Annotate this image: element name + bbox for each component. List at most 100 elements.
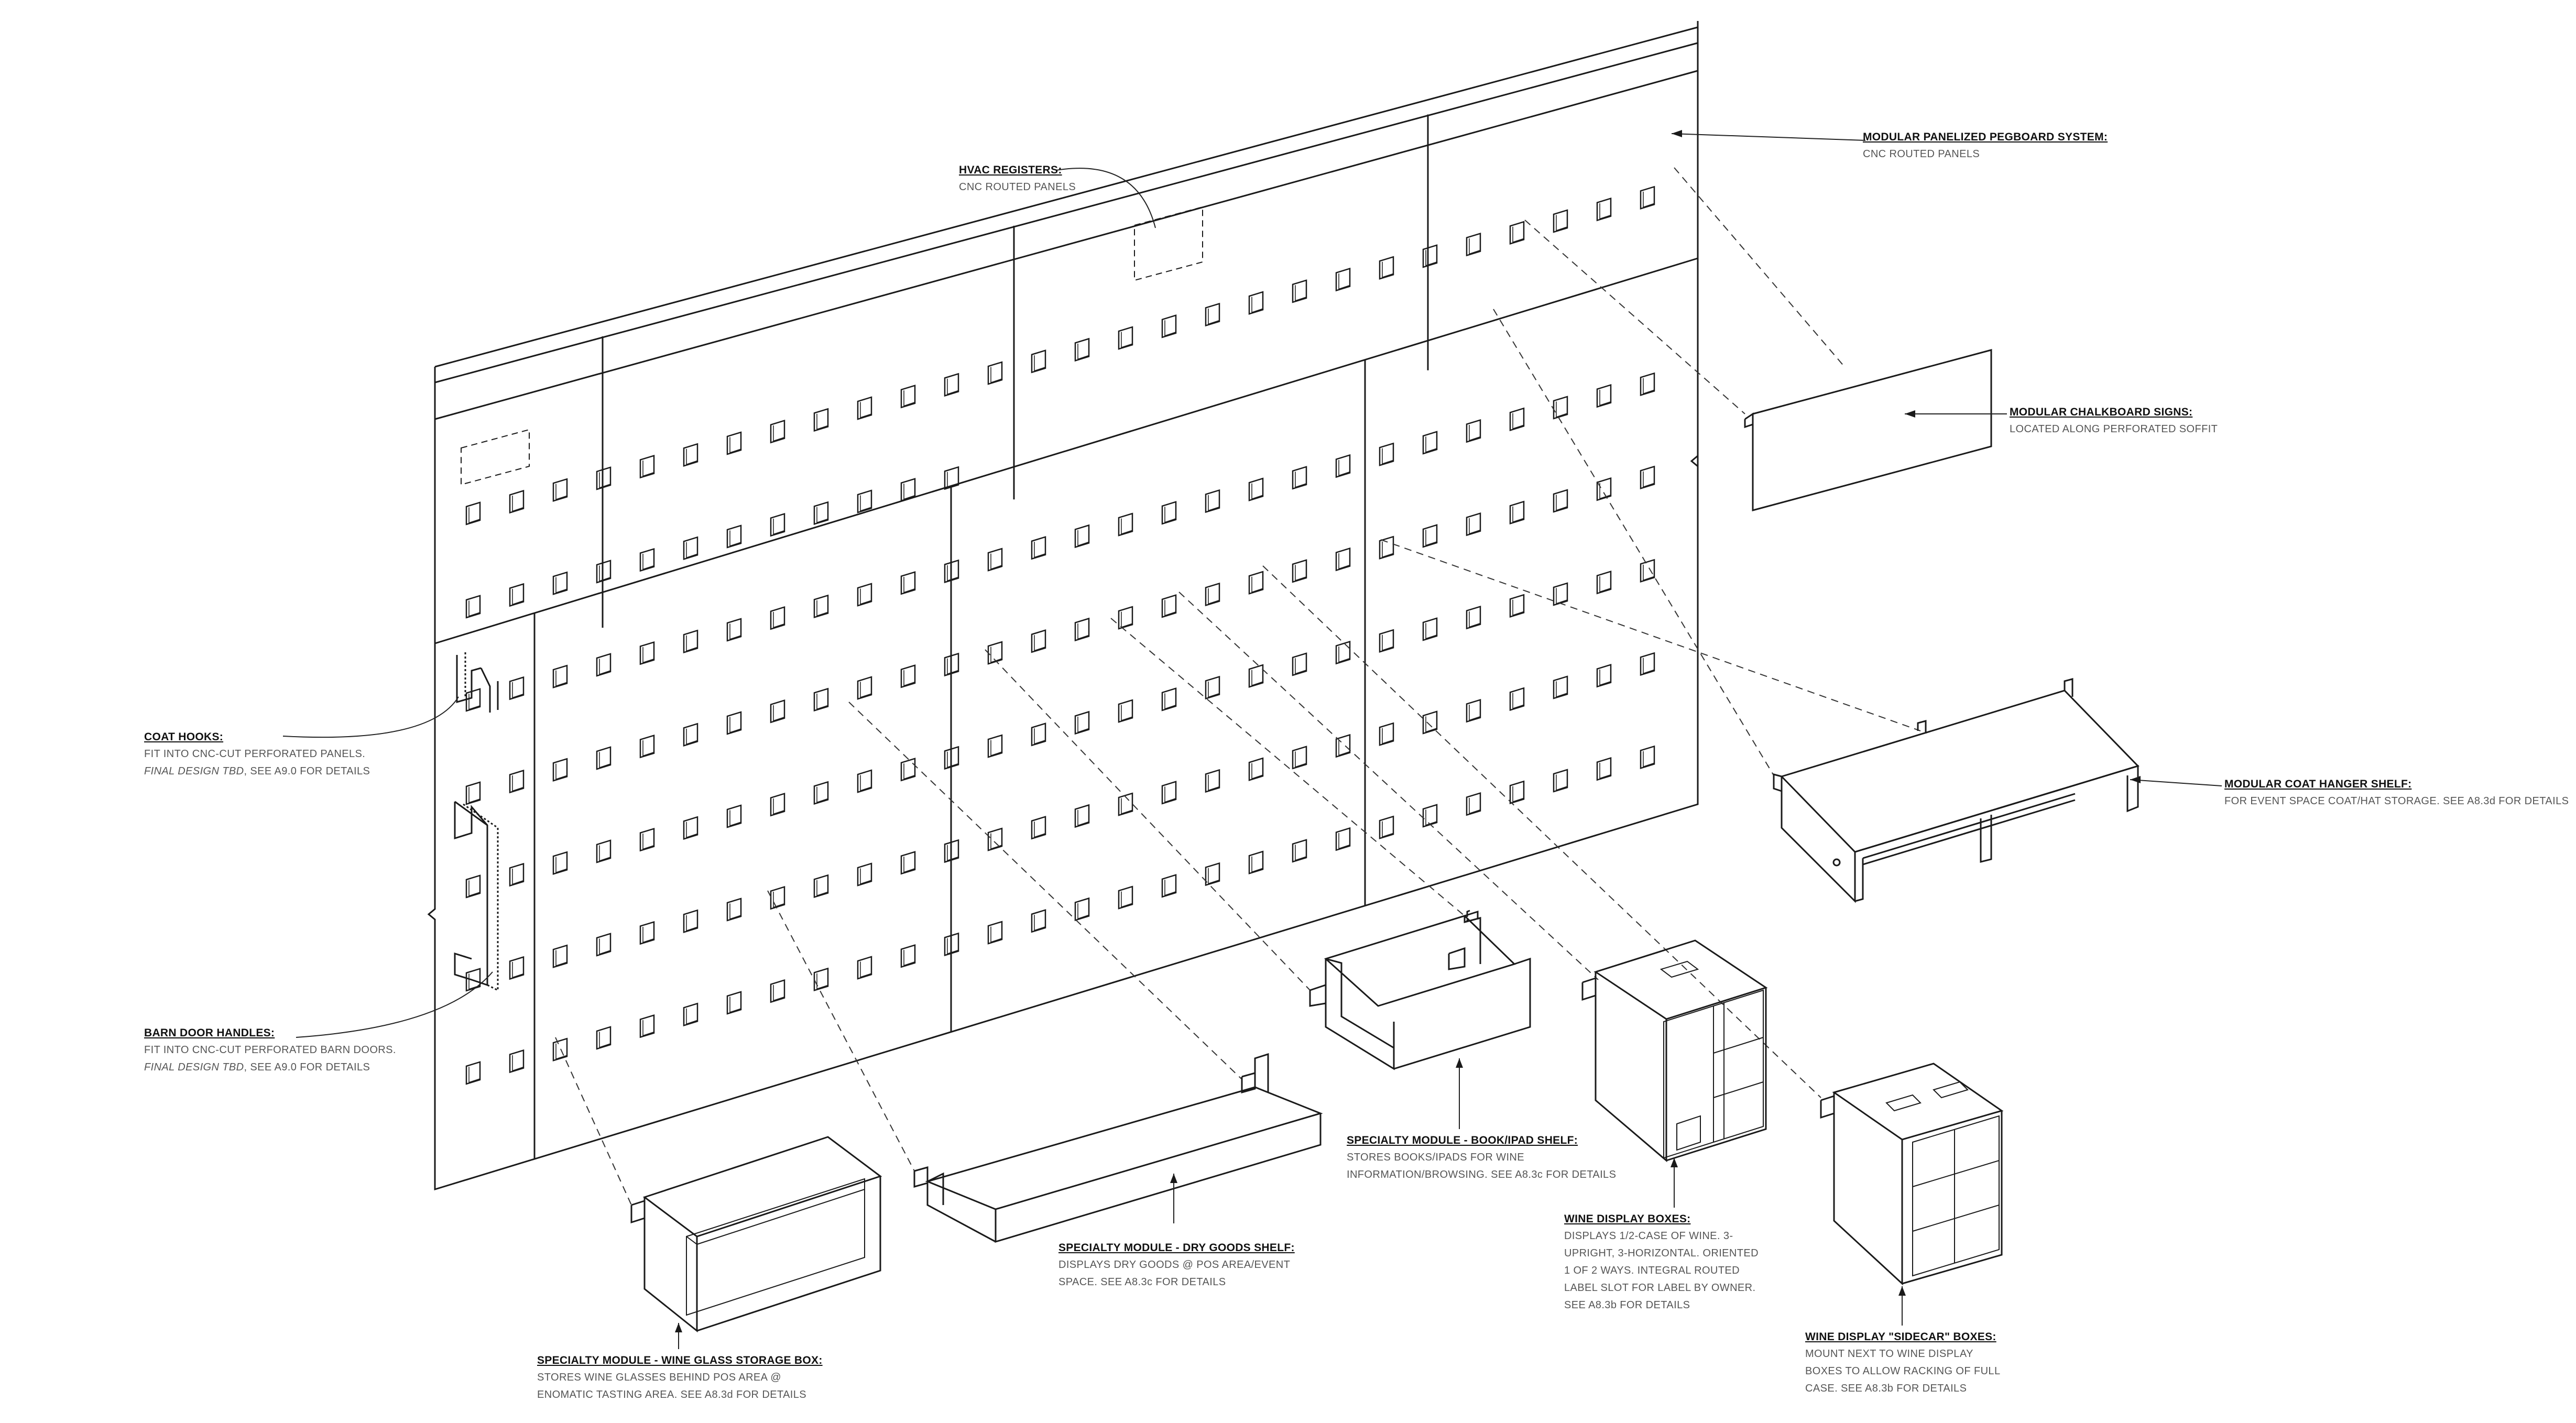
callout-title: WINE DISPLAY BOXES:	[1564, 1213, 1691, 1225]
peg-hole	[1161, 781, 1177, 805]
callout-line: FOR EVENT SPACE COAT/HAT STORAGE. SEE A8…	[2224, 795, 2569, 807]
callout-line: MOUNT NEXT TO WINE DISPLAY	[1805, 1348, 1973, 1360]
peg-hole-edge	[1556, 495, 1568, 511]
wall-cap-top	[434, 26, 1698, 368]
peg-hole	[1640, 652, 1655, 676]
peg-hole-edge	[1121, 705, 1133, 721]
peg-hole	[1205, 302, 1220, 327]
peg-hole	[1596, 571, 1612, 595]
wall-cap-bottom	[434, 42, 1698, 384]
peg-hole-edge	[1599, 670, 1611, 686]
peg-hole-edge	[1425, 250, 1437, 266]
peg-hole-edge	[773, 892, 785, 908]
callout-pegboard: MODULAR PANELIZED PEGBOARD SYSTEM: CNC R…	[1863, 128, 2108, 163]
peg-hole	[1205, 862, 1220, 886]
peg-hole-edge	[903, 390, 915, 407]
peg-hole	[1335, 734, 1351, 758]
peg-hole	[639, 641, 655, 665]
peg-hole	[639, 1014, 655, 1038]
peg-hole	[683, 723, 698, 747]
callout-title: MODULAR PANELIZED PEGBOARD SYSTEM:	[1863, 131, 2108, 143]
peg-hole-edge	[1338, 833, 1350, 849]
projection-line-8	[848, 702, 1242, 1080]
peg-hole-edge	[1512, 786, 1524, 803]
peg-hole-edge	[1077, 903, 1089, 920]
peg-hole	[1509, 780, 1525, 804]
peg-hole	[857, 396, 872, 420]
peg-hole	[596, 653, 612, 677]
peg-hole	[857, 956, 872, 980]
peg-hole-edge	[860, 775, 872, 792]
peg-hole-edge	[729, 903, 741, 920]
peg-hole-edge	[1164, 507, 1176, 523]
peg-hole-edge	[1512, 506, 1524, 523]
peg-hole-edge	[512, 961, 524, 978]
peg-hole-edge	[599, 845, 611, 861]
peg-hole	[857, 676, 872, 700]
peg-hole-edge	[947, 378, 959, 395]
peg-hole	[726, 804, 742, 828]
peg-hole-edge	[642, 740, 654, 757]
peg-hole	[1074, 617, 1090, 642]
peg-hole-edge	[990, 367, 1002, 384]
peg-hole-edge	[642, 834, 654, 850]
peg-hole-edge	[860, 961, 872, 978]
peg-hole-edge	[1034, 822, 1046, 838]
peg-hole	[1509, 221, 1525, 245]
peg-hole	[596, 933, 612, 957]
peg-hole-edge	[1164, 320, 1176, 336]
peg-hole-edge	[1338, 459, 1350, 476]
peg-hole-edge	[1382, 728, 1394, 745]
peg-hole-edge	[1251, 763, 1263, 780]
peg-hole	[552, 1037, 568, 1061]
peg-hole-edge	[729, 437, 741, 454]
peg-hole	[1379, 535, 1394, 560]
peg-hole	[1640, 559, 1655, 583]
peg-hole	[1074, 524, 1090, 549]
peg-hole	[857, 583, 872, 607]
peg-hole	[1379, 722, 1394, 746]
peg-hole	[1161, 501, 1177, 525]
peg-hole	[900, 851, 916, 875]
peg-hole	[1118, 885, 1133, 910]
peg-hole-edge	[1338, 646, 1350, 663]
peg-hole	[683, 816, 698, 840]
peg-hole	[1553, 769, 1568, 793]
callout-line: CASE. SEE A8.3b FOR DETAILS	[1805, 1383, 1967, 1394]
peg-hole	[596, 560, 612, 584]
peg-hole-edge	[512, 868, 524, 885]
peg-hole-edge	[816, 786, 828, 803]
peg-hole	[900, 478, 916, 502]
peg-hole-edge	[1121, 891, 1133, 908]
peg-hole-edge	[816, 413, 828, 430]
peg-hole-edge	[642, 647, 654, 663]
peg-hole	[726, 524, 742, 549]
peg-hole-edge	[1251, 483, 1263, 500]
peg-hole	[813, 874, 829, 899]
peg-hole	[944, 466, 959, 490]
peg-hole	[944, 652, 959, 677]
peg-hole-edge	[512, 1055, 524, 1071]
callout-title: WINE DISPLAY "SIDECAR" BOXES:	[1805, 1331, 1996, 1343]
callout-line: CNC ROUTED PANELS	[959, 181, 1076, 193]
peg-hole-edge	[816, 507, 828, 523]
peg-hole	[726, 991, 742, 1015]
peg-hole	[639, 921, 655, 945]
peg-hole	[857, 769, 872, 793]
peg-hole	[1422, 524, 1438, 548]
peg-hole	[900, 944, 916, 968]
peg-hole	[944, 373, 959, 397]
peg-hole-edge	[599, 472, 611, 488]
peg-hole-edge	[1556, 774, 1568, 791]
peg-hole-edge	[990, 926, 1002, 943]
peg-hole	[1553, 209, 1568, 233]
peg-hole	[1031, 816, 1046, 840]
callout-line: SEE A8.3b FOR DETAILS	[1564, 1299, 1690, 1311]
callout-title: SPECIALTY MODULE - BOOK/IPAD SHELF:	[1347, 1134, 1578, 1146]
peg-hole	[1596, 664, 1612, 688]
peg-hole-edge	[1469, 704, 1481, 721]
peg-hole-edge	[1599, 763, 1611, 779]
peg-hole-edge	[947, 938, 959, 955]
peg-hole-edge	[1251, 297, 1263, 313]
